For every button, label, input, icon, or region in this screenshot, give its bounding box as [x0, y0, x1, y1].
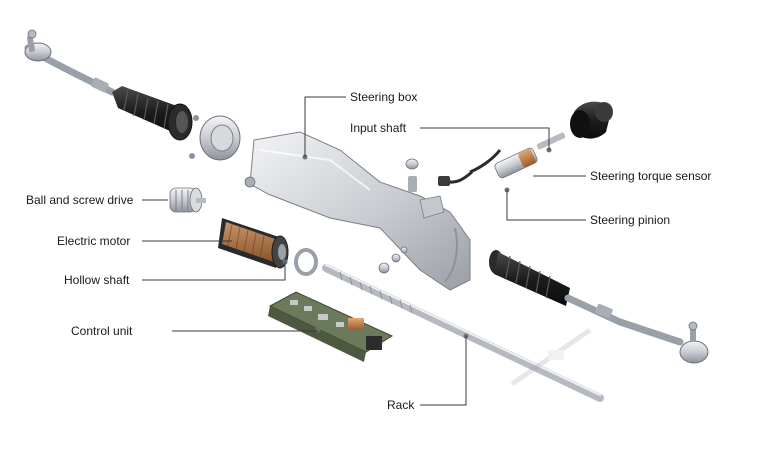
control-unit-part — [268, 291, 394, 362]
right-tie-rod — [564, 294, 709, 364]
label-steering-pinion: Steering pinion — [590, 213, 671, 227]
control-unit-leader-dot — [315, 327, 321, 333]
rack-part — [322, 264, 604, 402]
small-nuts — [378, 246, 408, 274]
label-steering-box: Steering box — [350, 90, 418, 104]
pinion-fitting — [405, 158, 419, 192]
ghost-tie-rod — [510, 327, 592, 387]
bearing-ring — [189, 115, 241, 161]
electric-motor-part — [218, 218, 289, 269]
leader-input-shaft — [420, 127, 550, 150]
leader-lines — [142, 96, 586, 406]
leader-hollow-shaft — [142, 262, 286, 281]
label-steering-torque-sensor: Steering torque sensor — [590, 169, 712, 183]
label-hollow-shaft: Hollow shaft — [64, 273, 130, 287]
label-electric-motor: Electric motor — [57, 234, 131, 248]
input-shaft-assembly — [438, 132, 566, 193]
label-rack: Rack — [387, 398, 415, 412]
label-ball-and-screw-drive: Ball and screw drive — [26, 193, 134, 207]
leader-steering-box — [304, 96, 346, 157]
left-tie-rod — [24, 29, 116, 96]
right-bellows-boot — [489, 250, 570, 306]
column-boot — [570, 101, 613, 139]
leader-steering-pinion — [506, 190, 586, 221]
label-input-shaft: Input shaft — [350, 121, 407, 135]
ball-and-screw-drive-part — [169, 187, 206, 213]
leader-rack — [420, 336, 467, 406]
left-bellows-boot — [112, 86, 193, 141]
seal-ring — [294, 248, 318, 276]
label-control-unit: Control unit — [71, 324, 133, 338]
steering-box-housing — [244, 131, 471, 291]
